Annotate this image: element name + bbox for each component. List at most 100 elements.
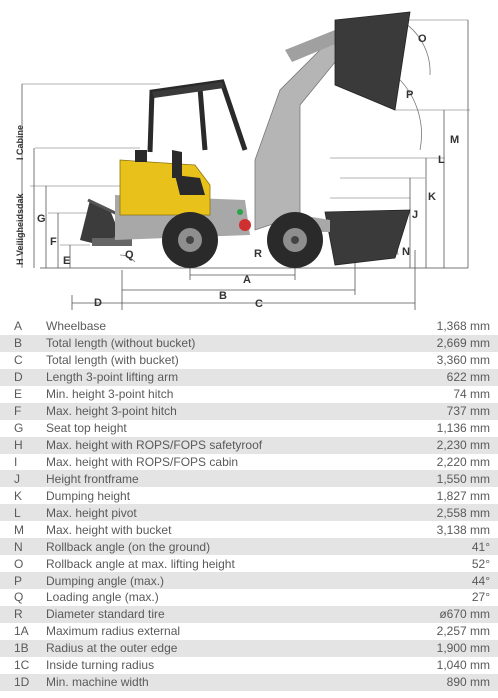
spec-label: Height frontframe xyxy=(46,470,399,488)
seat xyxy=(175,175,205,195)
label-H: H Veiligheidsdak xyxy=(15,192,25,265)
spec-code: L xyxy=(0,504,46,522)
spec-value: 1,136 mm xyxy=(436,421,490,436)
spec-value: 1,040 mm xyxy=(436,658,490,673)
label-R: R xyxy=(254,248,262,260)
spec-value: 1,900 mm xyxy=(398,639,498,657)
spec-code: E xyxy=(14,387,23,402)
spec-code: H xyxy=(0,436,46,454)
label-N: N xyxy=(402,246,410,258)
spec-code: 1A xyxy=(14,624,29,639)
spec-label: Dumping height xyxy=(46,488,131,503)
front-frame xyxy=(254,39,346,231)
cabin-roof xyxy=(152,82,224,98)
spec-code: F xyxy=(0,402,46,420)
spec-code: A xyxy=(14,319,23,334)
spec-code: G xyxy=(14,421,24,436)
spec-value: 2,257 mm xyxy=(436,624,490,639)
label-C: C xyxy=(255,298,263,310)
spec-value: 3,360 mm xyxy=(436,353,490,368)
label-M: M xyxy=(450,134,459,146)
rear-wheel xyxy=(162,212,218,268)
spec-value: 74 mm xyxy=(453,387,490,402)
bottom-dimension-lines xyxy=(71,250,416,310)
spec-label: Inside turning radius xyxy=(46,658,155,673)
label-K: K xyxy=(428,191,436,203)
spec-value: 41° xyxy=(398,538,498,556)
spec-code: N xyxy=(0,538,46,556)
spec-code: Q xyxy=(14,590,24,605)
spec-code: I xyxy=(14,454,18,469)
label-O: O xyxy=(418,33,427,45)
spec-row: K Dumping height 1,827 mm xyxy=(0,487,498,504)
loader-drawing: A B C D E F G H Veiligheidsdak I Cabine … xyxy=(15,11,470,310)
spec-code: O xyxy=(14,556,24,571)
label-Q: Q xyxy=(125,249,134,261)
spec-label: Max. height with ROPS/FOPS cabin xyxy=(46,454,239,469)
spec-label: Min. height 3-point hitch xyxy=(46,387,174,402)
engine-body xyxy=(119,159,211,216)
label-P: P xyxy=(406,89,413,101)
spec-code: 1C xyxy=(14,658,30,673)
spec-value: 1,827 mm xyxy=(436,488,490,503)
spec-label: Dumping angle (max.) xyxy=(46,572,399,589)
spec-label: Seat top height xyxy=(46,421,127,436)
spec-label: Rollback angle at max. lifting height xyxy=(46,556,235,571)
spec-label: Rollback angle (on the ground) xyxy=(46,538,399,556)
label-E: E xyxy=(63,255,70,267)
spec-code: 1B xyxy=(0,639,46,657)
label-G: G xyxy=(37,213,46,225)
spec-row: O Rollback angle at max. lifting height 52… xyxy=(0,555,498,572)
label-F: F xyxy=(50,236,57,248)
spec-row: G Seat top height 1,136 mm xyxy=(0,420,498,437)
spec-code: 1D xyxy=(0,673,46,691)
spec-label: Min. machine width xyxy=(46,673,399,691)
seat-back xyxy=(172,150,182,178)
articulation-marker xyxy=(237,209,243,215)
exhaust-cap xyxy=(135,150,147,162)
spec-row: E Min. height 3-point hitch 74 mm xyxy=(0,386,498,403)
spec-code: C xyxy=(14,353,23,368)
spec-code: R xyxy=(0,605,46,623)
spec-code: J xyxy=(0,470,46,488)
spec-label: Radius at the outer edge xyxy=(46,639,399,657)
spec-value: 44° xyxy=(398,572,498,589)
spec-label: Diameter standard tire xyxy=(46,605,399,623)
label-D: D xyxy=(94,297,102,309)
left-dimension-lines xyxy=(21,84,71,268)
label-A: A xyxy=(243,274,251,286)
spec-code: P xyxy=(0,572,46,589)
spec-value: 2,669 mm xyxy=(398,334,498,352)
spec-label: Maximum radius external xyxy=(46,624,181,639)
spec-value: 622 mm xyxy=(398,368,498,386)
spec-label: Max. height with ROPS/FOPS safetyroof xyxy=(46,436,399,454)
spec-row: 1C Inside turning radius 1,040 mm xyxy=(0,657,498,674)
spec-code: K xyxy=(14,488,23,503)
articulation-joint xyxy=(239,219,251,231)
spec-value: 52° xyxy=(471,556,490,571)
spec-value: 3,138 mm xyxy=(436,522,490,537)
spec-value: 890 mm xyxy=(398,673,498,691)
spec-value: 1,550 mm xyxy=(398,470,498,488)
spec-value: ø670 mm xyxy=(398,605,498,623)
spec-value: 2,558 mm xyxy=(398,504,498,522)
lift-arm-top xyxy=(285,30,340,62)
spec-code: B xyxy=(0,334,46,352)
spec-label: Loading angle (max.) xyxy=(46,590,159,605)
spec-label: Total length (without bucket) xyxy=(46,334,399,352)
loader-dimension-diagram: A B C D E F G H Veiligheidsdak I Cabine … xyxy=(0,0,498,312)
